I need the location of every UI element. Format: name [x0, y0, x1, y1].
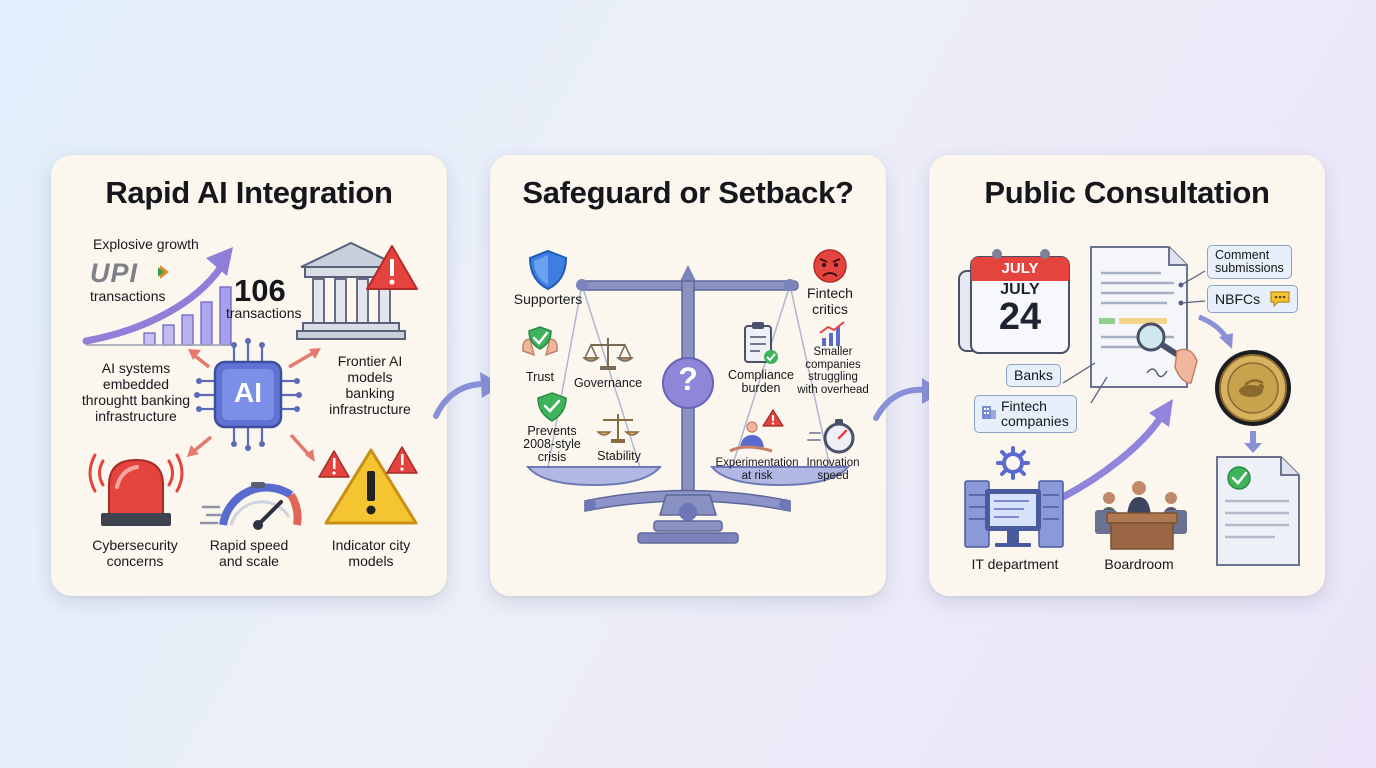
calendar-icon	[958, 249, 1070, 354]
growth-chart-icon	[82, 247, 235, 346]
shield-icon	[528, 249, 568, 291]
check-shield-icon	[537, 392, 567, 422]
balance-scale-icon	[525, 265, 851, 544]
it-department-label: IT department	[971, 556, 1059, 572]
banks-tag: Banks	[1006, 364, 1061, 387]
rbi-seal-icon	[1215, 350, 1291, 426]
experiment-icon	[729, 421, 773, 453]
upi-transactions-label: transactions	[90, 288, 166, 304]
office-building-icon	[982, 406, 996, 419]
warning-icon	[366, 245, 418, 290]
panel-rapid-ai-integration: Rapid AI Integration Explosive growth UP…	[51, 155, 447, 596]
magnifier-icon	[1136, 322, 1198, 384]
gear-icon	[996, 446, 1030, 480]
stopwatch-icon	[807, 419, 855, 454]
speech-bubble-icon	[1270, 291, 1290, 308]
document-icon	[1216, 456, 1300, 566]
supporters-label: Supporters	[513, 291, 583, 307]
warning-icon	[318, 446, 418, 525]
transaction-count-caption: transactions	[226, 305, 302, 321]
stability-label: Stability	[597, 449, 641, 463]
panel-title: Rapid AI Integration	[105, 175, 393, 210]
nbfcs-tag: NBFCs	[1207, 285, 1299, 313]
upi-arrow-icon	[158, 265, 169, 279]
boardroom-label: Boardroom	[1104, 556, 1174, 572]
warning-icon	[762, 409, 784, 427]
panel-public-consultation: Public Consultation JULY JULY 24 Comment…	[929, 155, 1325, 596]
computer-icon	[964, 480, 1064, 548]
flow-arrows	[1059, 314, 1262, 501]
calendar-month: JULY	[1000, 281, 1040, 298]
explosive-growth-label: Explosive growth	[93, 236, 199, 252]
panel-title: Safeguard or Setback?	[522, 175, 854, 210]
document-icon	[1090, 246, 1188, 388]
clipboard-check-icon	[744, 322, 778, 364]
connector-lines	[1062, 270, 1206, 404]
connector-arrows	[187, 348, 321, 462]
boardroom-icon	[1095, 481, 1187, 550]
trust-label: Trust	[525, 370, 554, 384]
ai-chip-label: AI	[234, 377, 262, 408]
hands-check-icon	[522, 326, 558, 357]
calendar-day: 24	[998, 296, 1042, 338]
integration-illustrations	[82, 241, 418, 530]
speedometer-icon	[199, 482, 302, 530]
ai-chip-icon	[194, 338, 302, 451]
panel-safeguard-or-setback: Safeguard or Setback? ? Supporters Finte…	[490, 155, 886, 596]
balance-scale-icon	[596, 414, 640, 443]
angry-face-icon	[813, 249, 847, 283]
question-icon: ?	[678, 361, 698, 397]
balance-illustrations	[522, 249, 855, 544]
transaction-count: 106	[234, 273, 286, 308]
governance-label: Governance	[573, 376, 643, 390]
consultation-illustrations	[958, 246, 1300, 566]
upi-logo: UPI	[90, 258, 139, 288]
panel-title: Public Consultation	[984, 175, 1270, 210]
calendar-month-banner: JULY	[1001, 260, 1039, 277]
bank-building-icon	[296, 241, 406, 340]
growth-chart-icon	[819, 321, 845, 346]
siren-icon	[88, 453, 184, 526]
balance-scale-icon	[581, 338, 635, 370]
